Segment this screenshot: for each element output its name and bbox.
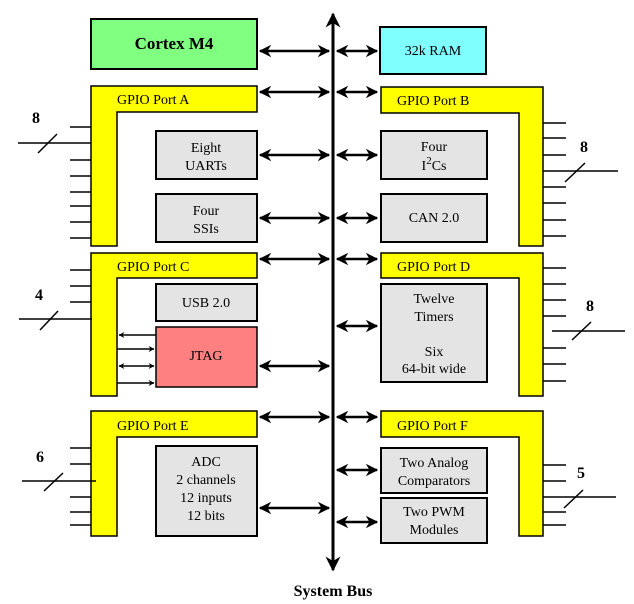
- gpio-port-a-label: GPIO Port A: [117, 93, 190, 108]
- usb-block: USB 2.0: [155, 283, 258, 322]
- jtag-signal-arrows: [117, 332, 156, 386]
- gpio-port-d-label: GPIO Port D: [397, 260, 470, 275]
- gpio-port-d-pins: [543, 267, 625, 382]
- gpio-port-f-label: GPIO Port F: [397, 419, 468, 434]
- gpio-port-c: GPIO Port C 4: [19, 252, 258, 397]
- gpio-port-a-pin-count: 8: [32, 110, 40, 127]
- adc-line4: 12 bits: [187, 509, 225, 524]
- i2cs-line1: Four: [421, 140, 448, 155]
- adc-line1: ADC: [191, 455, 221, 470]
- ssis-line2: SSIs: [193, 222, 219, 237]
- can-block: CAN 2.0: [380, 193, 488, 243]
- gpio-port-b-pins: [543, 122, 618, 237]
- left-bus-arrows: [258, 44, 331, 515]
- ssis-line1: Four: [193, 204, 220, 219]
- adc-line3: 12 inputs: [180, 491, 232, 506]
- timers-line3: Six: [425, 345, 444, 360]
- gpio-port-f: GPIO Port F 5: [380, 410, 616, 537]
- gpio-port-f-pins: [543, 464, 616, 526]
- pwm-line1: Two PWM: [403, 505, 465, 520]
- gpio-port-b-label: GPIO Port B: [397, 94, 469, 109]
- timers-block: Twelve Timers Six 64-bit wide: [380, 283, 488, 383]
- ram-label: 32k RAM: [405, 44, 462, 59]
- usb-label: USB 2.0: [182, 296, 230, 311]
- jtag-label: JTAG: [189, 349, 222, 364]
- gpio-port-d: GPIO Port D 8: [380, 252, 625, 397]
- comparators-line2: Comparators: [398, 474, 470, 489]
- uarts-line2: UARTs: [185, 159, 227, 174]
- cortex-m4-label: Cortex M4: [135, 34, 214, 53]
- uarts-line1: Eight: [191, 141, 221, 156]
- gpio-port-e-label: GPIO Port E: [117, 419, 189, 434]
- i2cs-block: Four I2Cs: [380, 130, 488, 180]
- gpio-port-e: GPIO Port E 6: [22, 410, 258, 537]
- timers-line4: 64-bit wide: [402, 362, 466, 377]
- pwm-line2: Modules: [410, 523, 459, 538]
- can-label: CAN 2.0: [409, 211, 460, 226]
- cortex-m4-block: Cortex M4: [90, 18, 258, 70]
- comparators-line1: Two Analog: [400, 456, 469, 471]
- gpio-port-c-pins: [19, 269, 92, 331]
- gpio-port-c-label: GPIO Port C: [117, 260, 189, 275]
- adc-block: ADC 2 channels 12 inputs 12 bits: [155, 445, 258, 537]
- adc-line2: 2 channels: [176, 473, 235, 488]
- gpio-port-a: GPIO Port A 8: [18, 85, 258, 247]
- comparators-block: Two Analog Comparators: [380, 447, 488, 494]
- jtag-block: JTAG: [155, 326, 258, 388]
- pwm-block: Two PWM Modules: [380, 497, 488, 544]
- ram-block: 32k RAM: [379, 26, 487, 75]
- right-bus-arrows: [335, 44, 379, 529]
- gpio-port-f-pin-count: 5: [577, 465, 585, 482]
- timers-line1: Twelve: [413, 292, 454, 307]
- gpio-port-d-pin-count: 8: [586, 298, 594, 315]
- gpio-port-e-pins: [22, 447, 96, 526]
- gpio-port-a-pins: [18, 126, 91, 239]
- gpio-port-b: GPIO Port B 8: [380, 86, 618, 247]
- uarts-block: Eight UARTs: [155, 130, 258, 180]
- gpio-port-e-pin-count: 6: [36, 449, 44, 466]
- timers-line2: Timers: [414, 310, 453, 325]
- i2cs-line2: I2Cs: [422, 155, 447, 174]
- system-bus-label: System Bus: [294, 583, 373, 600]
- ssis-block: Four SSIs: [155, 193, 258, 243]
- gpio-port-c-pin-count: 4: [35, 287, 43, 304]
- gpio-port-b-pin-count: 8: [580, 139, 588, 156]
